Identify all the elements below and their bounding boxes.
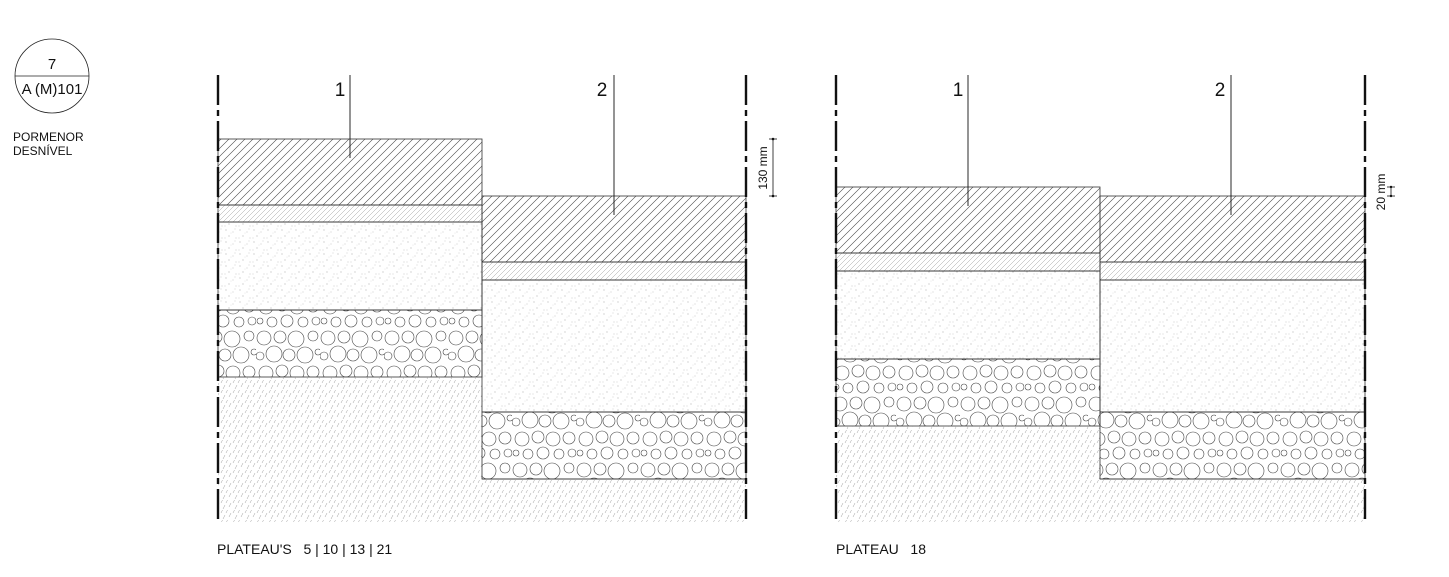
section-2-callout-1: 1 [953,80,964,101]
section-2-dimension-label: 20 mm [1374,174,1388,211]
detail-caption: PORMENOR DESNÍVEL [13,130,84,158]
section-1-col1-gravel [217,309,483,378]
section-1-col2-bedding [481,261,747,281]
section-2-callout-2: 2 [1215,80,1226,101]
section-1-dimension-label: 130 mm [756,146,770,189]
reference-number: 7 [48,56,56,73]
section-1-callout-1: 1 [335,80,346,101]
section-2-col1-soil [836,426,1100,522]
section-2-col2-gravel [1099,411,1366,480]
detail-caption-line1: PORMENOR [13,130,84,144]
section-2: 1 2 20 mm [834,75,1395,522]
section-2-col2-bedding [1099,261,1366,281]
section-1: 1 2 130 mm [216,75,777,522]
section-1-col2-soil [482,479,746,522]
section-1-col2-sand [481,279,747,413]
detail-caption-line2: DESNÍVEL [13,144,73,158]
section-2-col2-sand [1099,279,1366,413]
section-2-col1-bedding [835,252,1101,272]
section-2-col2-soil [1100,479,1365,522]
section-1-col2-gravel [481,411,747,480]
section-1-col1-sand [217,221,483,311]
section-2-col1-sand [835,270,1101,360]
section-2-dimension: 20 mm [1374,174,1395,211]
section-2-col1-gravel [835,358,1101,427]
section-1-dimension: 130 mm [756,137,777,198]
section-2-caption: PLATEAU 18 [836,541,927,557]
reference-bubble: 7 A (M)101 [14,38,90,114]
section-1-col1-bedding [217,204,483,223]
section-1-caption: PLATEAU'S 5 | 10 | 13 | 21 [217,541,393,557]
section-2-col2-paving [1099,195,1366,263]
reference-sheet: A (M)101 [22,81,83,98]
section-1-col1-soil [218,377,482,522]
section-1-callout-2: 2 [597,80,608,101]
